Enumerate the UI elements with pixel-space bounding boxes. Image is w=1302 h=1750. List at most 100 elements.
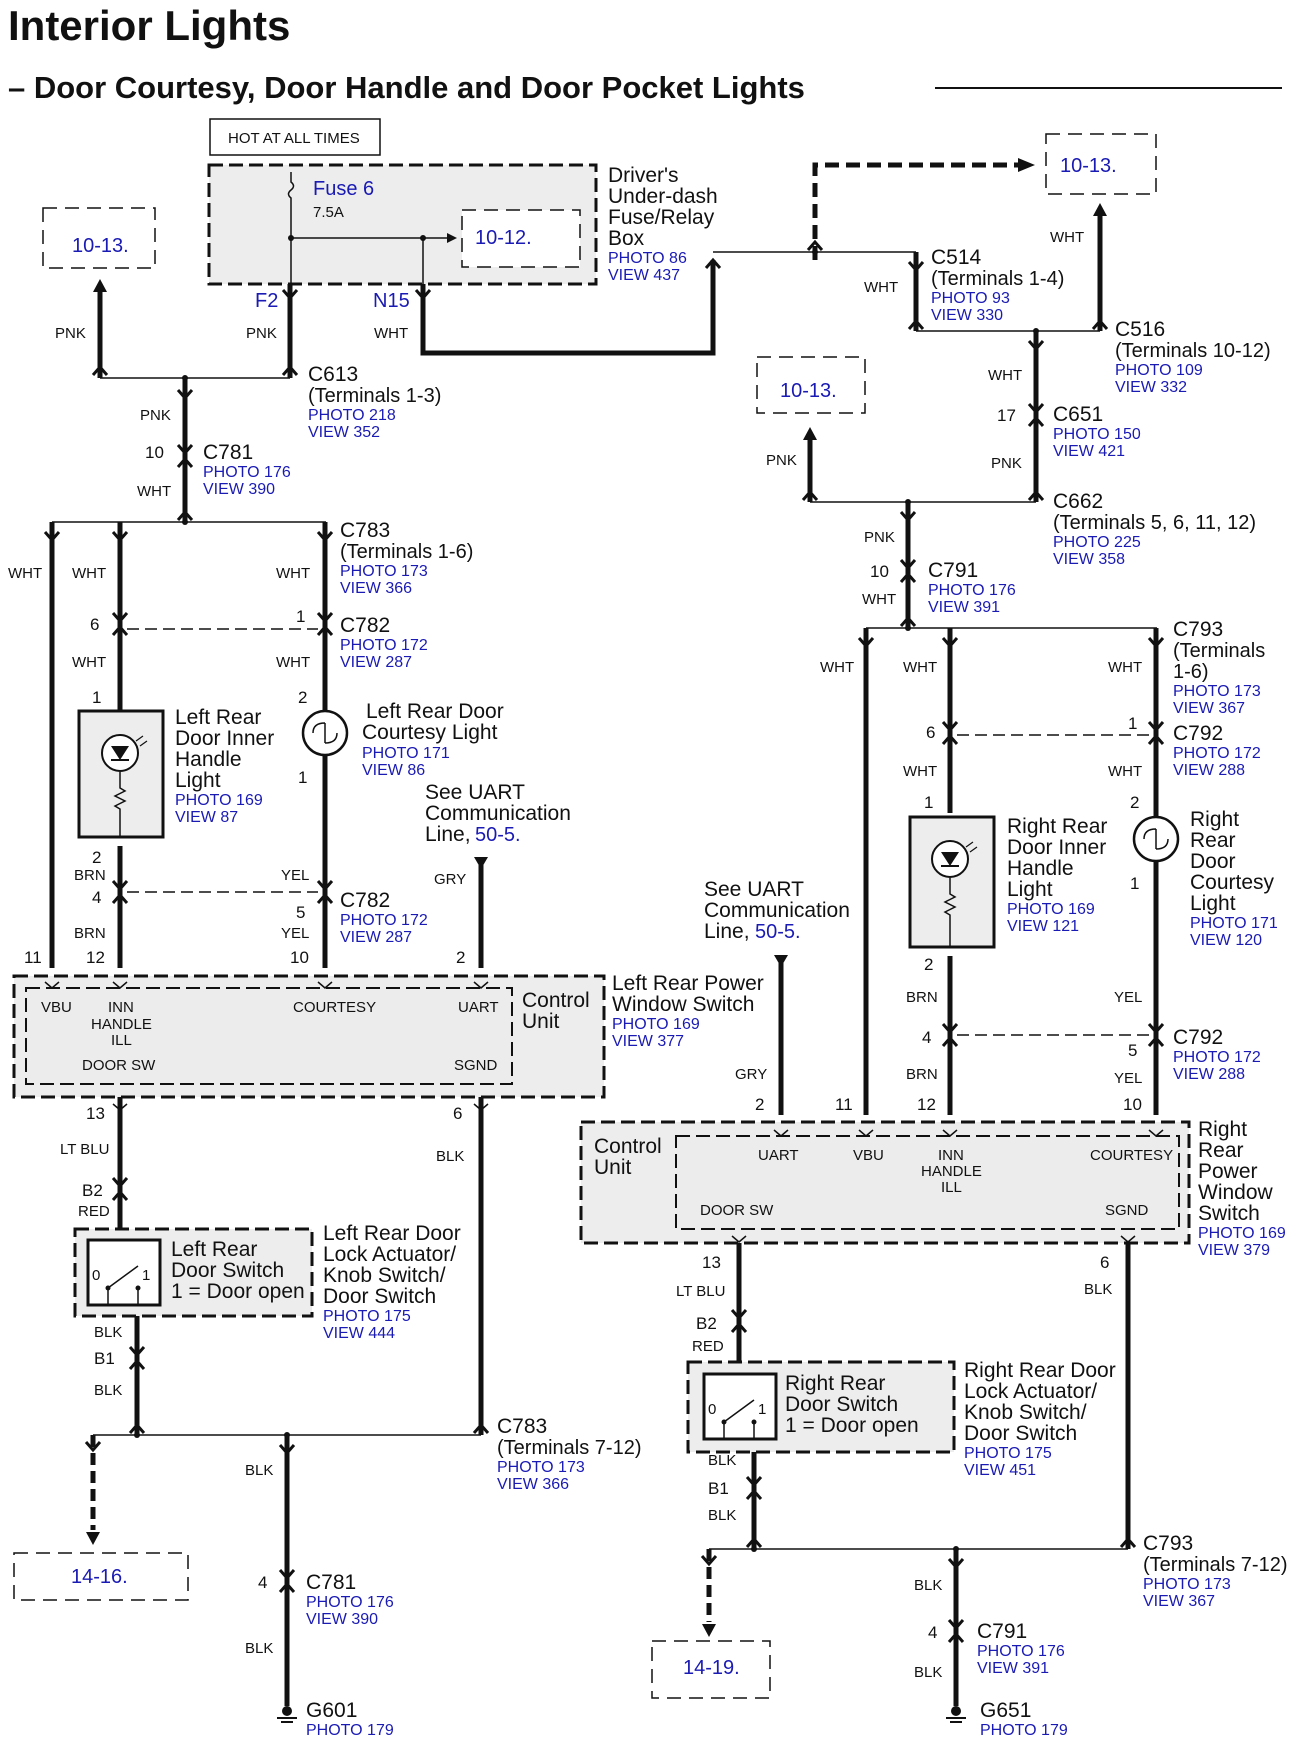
g601-photo[interactable]: PHOTO 179 <box>306 1722 394 1739</box>
left-handle-photo[interactable]: PHOTO 169 <box>175 792 263 809</box>
c651-view[interactable]: VIEW 421 <box>1053 443 1125 460</box>
switch-pos-right: 0 <box>708 1401 716 1418</box>
left-handle-label: Left Rear <box>175 706 261 729</box>
right-door-switch <box>702 1372 778 1441</box>
pin-courtesy-right: COURTESY <box>1090 1147 1173 1164</box>
c783-photo[interactable]: PHOTO 173 <box>340 563 428 580</box>
wire-label: YEL <box>1114 1070 1142 1087</box>
c792-b-photo[interactable]: PHOTO 172 <box>1173 1049 1261 1066</box>
fusebox-photo[interactable]: PHOTO 86 <box>608 250 687 267</box>
c662-photo[interactable]: PHOTO 225 <box>1053 534 1141 551</box>
c783b-photo[interactable]: PHOTO 173 <box>497 1459 585 1476</box>
wire-label: WHT <box>72 565 106 582</box>
c782-b-photo[interactable]: PHOTO 172 <box>340 912 428 929</box>
c791-photo[interactable]: PHOTO 176 <box>928 582 1016 599</box>
wire-label: BLK <box>708 1452 736 1469</box>
c613-photo[interactable]: PHOTO 218 <box>308 407 396 424</box>
c782-photo[interactable]: PHOTO 172 <box>340 637 428 654</box>
wire-label: WHT <box>903 659 937 676</box>
pin-number: 6 <box>1100 1253 1109 1272</box>
right-courtesy-view[interactable]: VIEW 120 <box>1190 932 1262 949</box>
c782-view[interactable]: VIEW 287 <box>340 654 412 671</box>
ref-10-13-mid[interactable]: 10-13. <box>780 380 837 402</box>
c792-photo[interactable]: PHOTO 172 <box>1173 745 1261 762</box>
switch-pos-1: 1 <box>142 1267 150 1284</box>
c781b-view[interactable]: VIEW 390 <box>306 1611 378 1628</box>
c782-b-view[interactable]: VIEW 287 <box>340 929 412 946</box>
connector-c783-top: C783 <box>340 519 390 542</box>
wire-label: WHT <box>862 591 896 608</box>
fusebox-view[interactable]: VIEW 437 <box>608 267 680 284</box>
left-handle-view[interactable]: VIEW 87 <box>175 809 238 826</box>
right-courtesy-label-3: Door <box>1190 850 1236 873</box>
ref-14-19-box[interactable] <box>651 1640 771 1699</box>
c516-view[interactable]: VIEW 332 <box>1115 379 1187 396</box>
right-uart-ref[interactable]: 50-5. <box>755 921 801 943</box>
c781b-photo[interactable]: PHOTO 176 <box>306 1594 394 1611</box>
right-courtesy-label-4: Courtesy <box>1190 871 1275 894</box>
left-switch-photo[interactable]: PHOTO 169 <box>612 1016 700 1033</box>
left-switch-view[interactable]: VIEW 377 <box>612 1033 684 1050</box>
right-actuator-photo[interactable]: PHOTO 175 <box>964 1445 1052 1462</box>
left-courtesy-label: Left Rear Door <box>366 700 504 723</box>
c651-photo[interactable]: PHOTO 150 <box>1053 426 1141 443</box>
wire-label: BLK <box>914 1577 942 1594</box>
left-uart-ref[interactable]: 50-5. <box>475 824 521 846</box>
pin-number: 4 <box>258 1573 267 1592</box>
right-handle-label-4: Light <box>1007 878 1053 901</box>
right-switch-label-2: Rear <box>1198 1139 1244 1162</box>
ref-10-13-topright-box[interactable] <box>1045 133 1157 195</box>
ref-14-16-box[interactable] <box>13 1552 189 1601</box>
c514-photo[interactable]: PHOTO 93 <box>931 290 1010 307</box>
right-courtesy-photo[interactable]: PHOTO 171 <box>1190 915 1278 932</box>
c781-view[interactable]: VIEW 390 <box>203 481 275 498</box>
right-switch-view[interactable]: VIEW 379 <box>1198 1242 1270 1259</box>
c792-b-view[interactable]: VIEW 288 <box>1173 1066 1245 1083</box>
c791-view[interactable]: VIEW 391 <box>928 599 1000 616</box>
right-handle-view[interactable]: VIEW 121 <box>1007 918 1079 935</box>
right-handle-photo[interactable]: PHOTO 169 <box>1007 901 1095 918</box>
c783b-view[interactable]: VIEW 366 <box>497 1476 569 1493</box>
right-switch-photo[interactable]: PHOTO 169 <box>1198 1225 1286 1242</box>
pin-number: 2 <box>456 948 465 967</box>
right-actuator-label-2: Lock Actuator/ <box>964 1380 1097 1403</box>
ref-10-13-mid-box[interactable] <box>756 356 866 414</box>
left-actuator-photo[interactable]: PHOTO 175 <box>323 1308 411 1325</box>
pin-number: 11 <box>835 1095 853 1114</box>
c613-view[interactable]: VIEW 352 <box>308 424 380 441</box>
pin-number: 1 <box>92 688 101 707</box>
c514-view[interactable]: VIEW 330 <box>931 307 1003 324</box>
g651-photo[interactable]: PHOTO 179 <box>980 1722 1068 1739</box>
ref-10-13-left-box[interactable] <box>42 207 156 269</box>
left-actuator-view[interactable]: VIEW 444 <box>323 1325 395 1342</box>
c793b-view[interactable]: VIEW 367 <box>1143 1593 1215 1610</box>
connector-c782-b: C782 <box>340 889 390 912</box>
pin-number: B2 <box>82 1181 103 1200</box>
ground-g651: G651 <box>980 1699 1031 1722</box>
right-control-label: Control <box>594 1135 662 1158</box>
c791b-photo[interactable]: PHOTO 176 <box>977 1643 1065 1660</box>
c793-view[interactable]: VIEW 367 <box>1173 700 1245 717</box>
ref-10-12-box[interactable] <box>461 209 581 268</box>
ref-10-12[interactable]: 10-12. <box>475 227 532 249</box>
c793b-photo[interactable]: PHOTO 173 <box>1143 1576 1231 1593</box>
c791b-view[interactable]: VIEW 391 <box>977 1660 1049 1677</box>
c662-view[interactable]: VIEW 358 <box>1053 551 1125 568</box>
left-courtesy-photo[interactable]: PHOTO 171 <box>362 745 450 762</box>
pin-number: 13 <box>86 1104 105 1123</box>
ref-14-16[interactable]: 14-16. <box>71 1566 128 1588</box>
ref-14-19[interactable]: 14-19. <box>683 1657 740 1679</box>
ref-10-13-topright[interactable]: 10-13. <box>1060 155 1117 177</box>
left-control-unit <box>25 987 513 1085</box>
right-actuator-view[interactable]: VIEW 451 <box>964 1462 1036 1479</box>
left-courtesy-view[interactable]: VIEW 86 <box>362 762 425 779</box>
c516-photo[interactable]: PHOTO 109 <box>1115 362 1203 379</box>
c792-view[interactable]: VIEW 288 <box>1173 762 1245 779</box>
pin-number: 4 <box>92 888 101 907</box>
c783-view[interactable]: VIEW 366 <box>340 580 412 597</box>
c781-photo[interactable]: PHOTO 176 <box>203 464 291 481</box>
c793-photo[interactable]: PHOTO 173 <box>1173 683 1261 700</box>
ref-10-13-left[interactable]: 10-13. <box>72 235 129 257</box>
right-handle-label-3: Handle <box>1007 857 1074 880</box>
wire-label: YEL <box>281 925 309 942</box>
